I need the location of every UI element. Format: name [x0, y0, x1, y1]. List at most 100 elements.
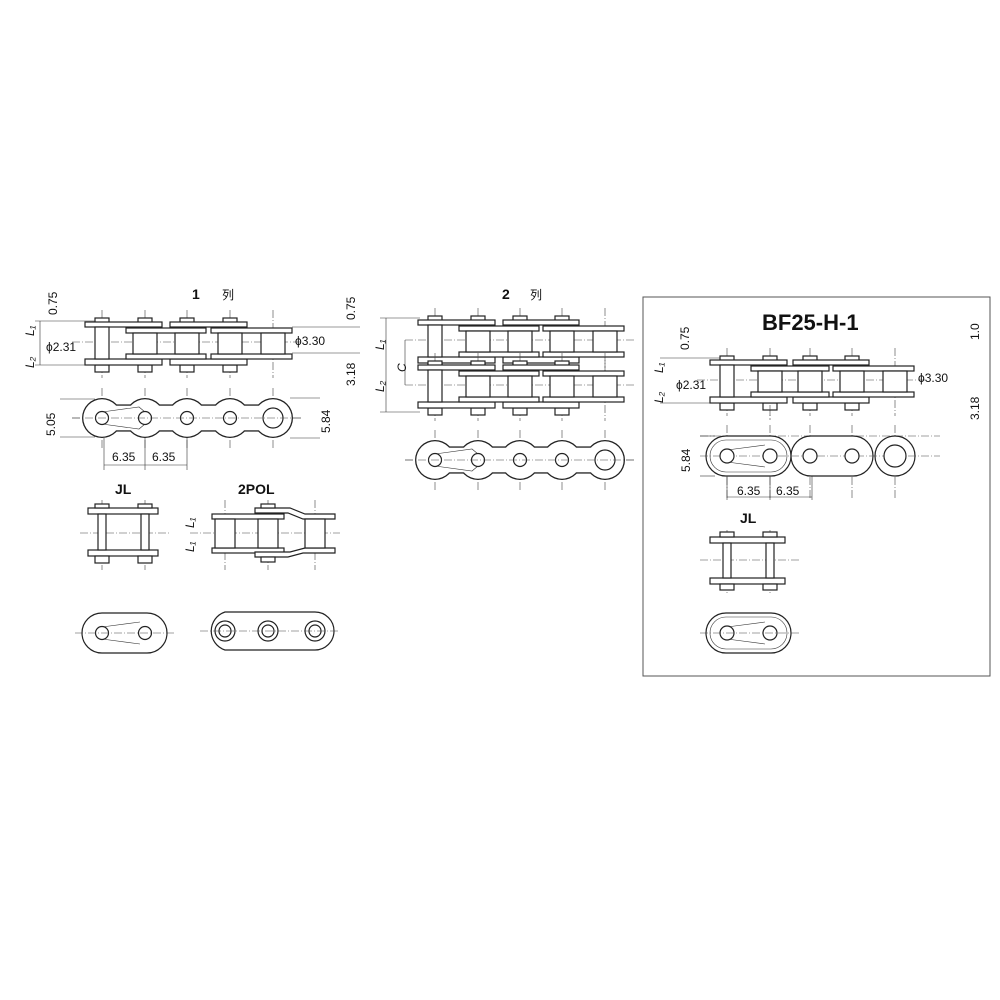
dim-l2: L₂: [23, 356, 37, 368]
dim-pin-plate-right: 0.75: [344, 296, 358, 320]
roller: [592, 375, 618, 398]
single-title-number: 1: [192, 286, 200, 302]
dim-pitch-b: 6.35: [152, 450, 176, 464]
inner-plate: [750, 365, 830, 372]
bf25-dim-roller-diameter: ϕ3.30: [918, 371, 948, 385]
roller: [882, 370, 908, 393]
roller: [260, 332, 286, 355]
bf25-dim-plate-height: 5.84: [679, 448, 693, 472]
inner-plate: [210, 353, 293, 360]
outer-plate: [417, 319, 496, 326]
link-pin: [427, 369, 443, 403]
pin-head: [512, 407, 528, 416]
joint-link-edge: [101, 621, 141, 645]
pin-hole: [802, 448, 818, 464]
link-pin: [94, 326, 110, 360]
double-dim-l2: L₂: [373, 380, 387, 392]
dim-inner-height: 5.05: [44, 412, 58, 436]
outer-plate: [417, 401, 496, 409]
roller: [304, 518, 326, 549]
outer-plate: [84, 358, 163, 366]
double-title-kanji: 列: [530, 288, 542, 302]
bf25-dim-pin-plate-right: 1.0: [968, 323, 982, 340]
outer-link-edge: [434, 448, 479, 472]
pin-head: [719, 402, 735, 411]
inner-plate: [832, 365, 915, 372]
bf25-dim-pin-plate-left: 0.75: [678, 326, 692, 350]
dim-offset: 3.18: [344, 362, 358, 386]
link-pin: [722, 542, 732, 579]
roller: [257, 518, 279, 549]
inner-plate: [458, 396, 540, 403]
roller: [465, 330, 491, 353]
offset-plate: [254, 507, 336, 520]
roller: [757, 370, 783, 393]
inner-plate: [832, 391, 915, 398]
outer-plate: [502, 401, 580, 409]
pin-head: [762, 583, 778, 591]
dim-l1: L₁: [23, 325, 37, 336]
outer-plate: [84, 321, 163, 328]
outer-plate: [502, 319, 580, 326]
inner-plate: [542, 325, 625, 332]
pin-head: [222, 364, 238, 373]
outer-plate: [417, 356, 496, 364]
roller: [507, 330, 533, 353]
pin-head: [802, 402, 818, 411]
2pol-label: 2POL: [238, 481, 275, 497]
single-title-kanji: 列: [222, 288, 234, 302]
chain-geometry: [35, 308, 940, 654]
outer-plate: [169, 358, 248, 366]
roller: [465, 375, 491, 398]
dim-pitch-a: 6.35: [112, 450, 136, 464]
dim-pin-plate-left: 0.75: [46, 291, 60, 315]
link-pin: [427, 324, 443, 358]
bf25-link-edge: [726, 444, 766, 468]
pin-head: [260, 556, 276, 563]
roller: [797, 370, 823, 393]
outer-plate: [792, 396, 870, 404]
pin-head: [719, 531, 735, 538]
bf25-joint-edge: [726, 621, 766, 645]
bf25-dim-pitch-a: 6.35: [737, 484, 761, 498]
roller: [214, 518, 236, 549]
pin-head: [94, 555, 110, 564]
outer-plate: [502, 364, 580, 371]
pin-head: [554, 407, 570, 416]
bf25-section: BF25-H-1 0.75 1.0 L₁ L₂ ϕ2.31 ϕ3.30 3.18…: [652, 310, 982, 526]
roller: [507, 375, 533, 398]
bf25-dim-pitch-b: 6.35: [776, 484, 800, 498]
inner-plate: [458, 370, 540, 377]
bf25-dim-offset: 3.18: [968, 396, 982, 420]
outer-plate: [709, 396, 788, 404]
bf25-jl-label: JL: [740, 510, 757, 526]
outer-plate: [87, 549, 159, 557]
bf25-dim-pin-diameter: ϕ2.31: [676, 378, 706, 392]
outer-plate: [417, 364, 496, 371]
pin-head: [719, 583, 735, 591]
section-single-row: 1 列 0.75 0.75 L₁ L₂ ϕ2.31 ϕ3.30 3.18 5.0…: [23, 286, 358, 464]
outer-plate: [169, 321, 248, 328]
pin-head: [762, 531, 778, 538]
outer-plate: [792, 359, 870, 366]
bf25-dim-l2: L₂: [652, 391, 666, 403]
pin-head: [94, 503, 110, 509]
roller: [839, 370, 865, 393]
link-pin: [765, 542, 775, 579]
pin-head: [179, 364, 195, 373]
roller: [549, 375, 575, 398]
roller: [592, 330, 618, 353]
double-dim-l1: L₁: [373, 339, 387, 350]
inner-plate: [211, 513, 285, 520]
pin-head: [844, 402, 860, 411]
inner-plate: [211, 547, 285, 554]
bushing-ring: [883, 444, 907, 468]
outer-plate: [709, 359, 788, 366]
pin-head: [94, 364, 110, 373]
pin-head: [137, 503, 153, 509]
pin-head: [427, 407, 443, 416]
pin-head: [470, 407, 486, 416]
link-pin: [140, 513, 150, 551]
bf25-dim-l1: L₁: [652, 362, 666, 373]
